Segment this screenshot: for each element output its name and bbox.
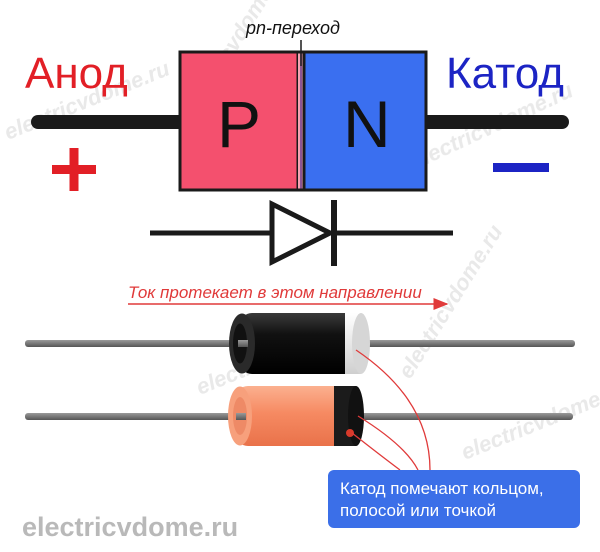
callout-leader-band (355, 349, 431, 471)
callout-line-1: Катод помечают кольцом, (340, 479, 544, 498)
n-region (302, 50, 428, 192)
current-direction-label: Ток протекает в этом направлении (128, 283, 422, 302)
black-diode-body (240, 313, 358, 374)
n-letter: N (343, 87, 391, 161)
black-diode (25, 313, 575, 374)
callout-box (328, 470, 580, 528)
cathode-label: Катод (446, 49, 564, 98)
anode-label: Анод (25, 49, 128, 98)
orange-diode (25, 386, 573, 446)
diode-schematic-icon (150, 199, 453, 267)
callout-leader-stripe (357, 415, 419, 471)
minus-sign (493, 163, 549, 172)
orange-diode-body (236, 386, 358, 446)
callout-leader-dot (351, 432, 401, 471)
callout-line-2: полосой или точкой (340, 501, 496, 520)
junction-label: pn-переход (245, 18, 340, 38)
footer-site-name: electricvdome.ru (22, 512, 238, 542)
plus-sign (52, 148, 96, 191)
cathode-dot (346, 429, 354, 437)
p-letter: P (217, 87, 261, 161)
